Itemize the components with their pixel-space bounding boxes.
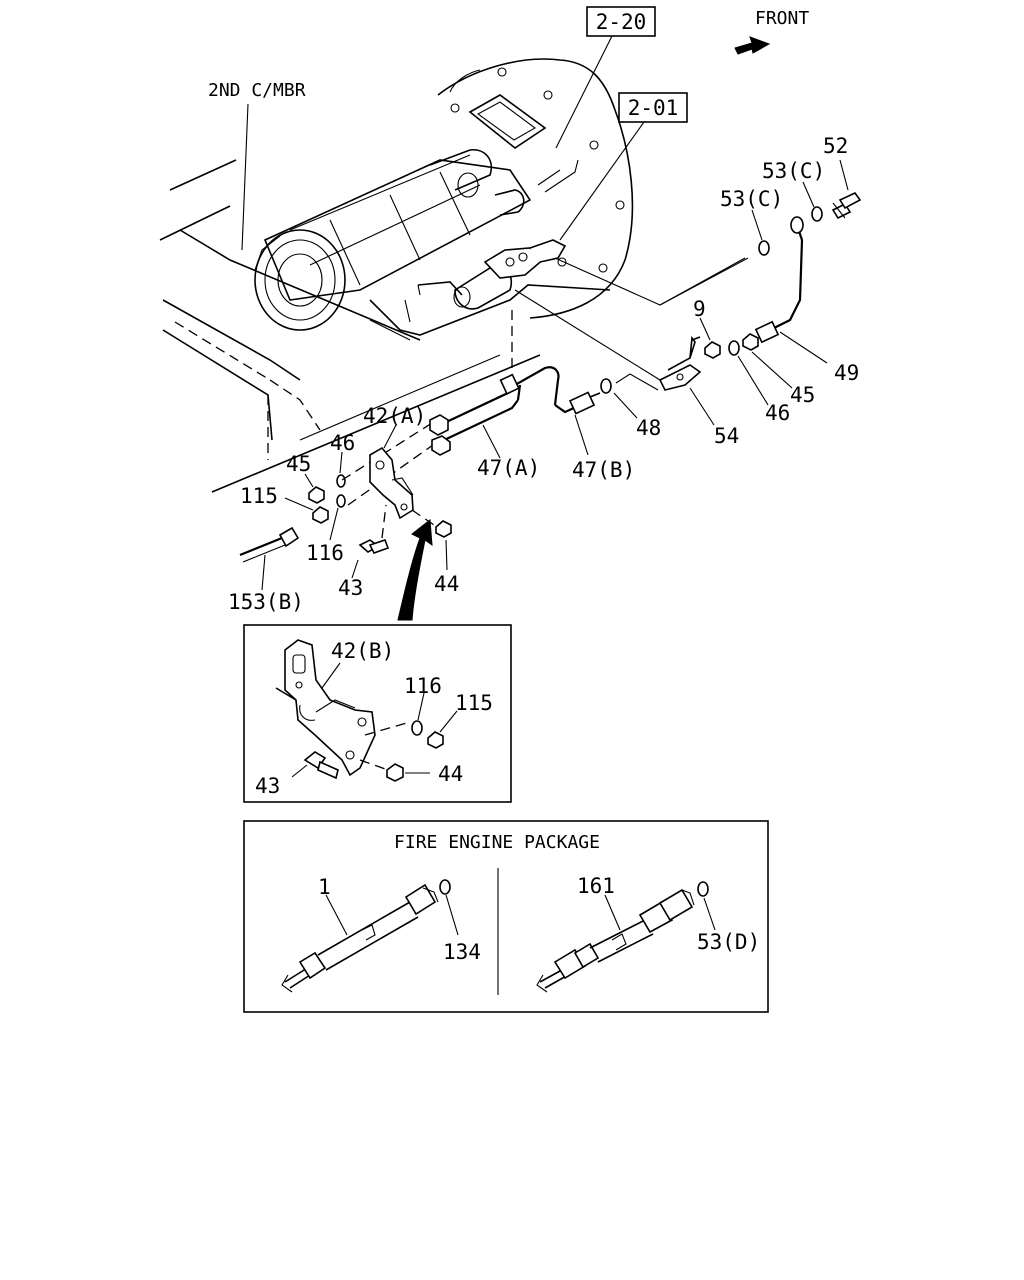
washer-46-left[interactable] <box>336 474 346 488</box>
hose-161[interactable] <box>536 888 695 993</box>
callout-44-inset[interactable]: 44 <box>438 762 463 786</box>
callout-43-left[interactable]: 43 <box>338 576 363 600</box>
leader-2-20 <box>555 35 613 149</box>
callout-46-left[interactable]: 46 <box>330 431 355 455</box>
member-label: 2ND C/MBR <box>208 80 306 101</box>
callout-48[interactable]: 48 <box>636 416 661 440</box>
washer-116-inset[interactable] <box>411 720 423 736</box>
bolt-43-left[interactable] <box>358 538 390 554</box>
leader-2-01 <box>559 121 645 241</box>
callout-52[interactable]: 52 <box>823 134 848 158</box>
fire-engine-package: FIRE ENGINE PACKAGE <box>243 820 769 1013</box>
callout-53c-lower[interactable]: 53(C) <box>720 187 783 211</box>
callout-9[interactable]: 9 <box>693 297 706 321</box>
front-arrow-icon <box>734 36 771 55</box>
chassis-frame <box>159 159 541 493</box>
nut-44-inset[interactable] <box>386 763 404 782</box>
callout-47a[interactable]: 47(A) <box>477 456 540 480</box>
hose-49[interactable] <box>754 216 804 344</box>
callout-49[interactable]: 49 <box>834 361 859 385</box>
callout-153b[interactable]: 153(B) <box>228 590 304 614</box>
main-callouts: 52 53(C) 53(C) 9 49 45 46 54 48 47(A) 47… <box>228 134 859 614</box>
callout-42a[interactable]: 42(A) <box>363 404 426 428</box>
ref-box-2-20[interactable]: 2-20 <box>586 6 656 37</box>
leader-member <box>241 103 249 251</box>
bracket-42b[interactable] <box>275 639 376 777</box>
ref-box-2-01[interactable]: 2-01 <box>618 92 688 123</box>
callout-44-left[interactable]: 44 <box>434 572 459 596</box>
hose-153b[interactable] <box>239 526 300 563</box>
inset-42b: 42(B) 116 115 43 44 <box>243 624 512 803</box>
nut-9[interactable] <box>704 341 721 359</box>
oring-53d[interactable] <box>697 881 709 897</box>
callout-116-left[interactable]: 116 <box>306 541 344 565</box>
callout-47b[interactable]: 47(B) <box>572 458 635 482</box>
shift-cylinder <box>417 239 567 310</box>
bolt-43-inset[interactable] <box>303 751 339 780</box>
callout-115-left[interactable]: 115 <box>240 484 278 508</box>
bolt-52[interactable] <box>831 191 862 220</box>
pipe-47a[interactable] <box>429 366 560 456</box>
callout-53c-upper[interactable]: 53(C) <box>762 159 825 183</box>
nut-45-right[interactable] <box>742 333 759 351</box>
bracket-54[interactable] <box>658 335 702 391</box>
callout-53d[interactable]: 53(D) <box>697 930 760 954</box>
ref-2-20-label: 2-20 <box>596 10 647 34</box>
fire-package-title: FIRE ENGINE PACKAGE <box>394 832 600 853</box>
callout-45-right[interactable]: 45 <box>790 383 815 407</box>
callout-54[interactable]: 54 <box>714 424 739 448</box>
nut-45-left[interactable] <box>308 486 325 504</box>
nut-115-left[interactable] <box>312 506 329 524</box>
hose-1[interactable] <box>281 883 439 993</box>
washer-53c-upper[interactable] <box>811 206 823 222</box>
transmission-assembly <box>254 58 634 341</box>
nut-115-inset[interactable] <box>427 731 444 749</box>
callout-116-inset[interactable]: 116 <box>404 674 442 698</box>
callout-161[interactable]: 161 <box>577 874 615 898</box>
ref-2-01-label: 2-01 <box>628 96 679 120</box>
washer-46-right[interactable] <box>728 340 740 356</box>
callout-43-inset[interactable]: 43 <box>255 774 280 798</box>
callout-46-right[interactable]: 46 <box>765 401 790 425</box>
oring-48[interactable] <box>600 378 612 394</box>
washer-53c-lower[interactable] <box>758 240 770 256</box>
pipe-47b[interactable] <box>554 391 601 415</box>
nut-44-left[interactable] <box>435 520 452 538</box>
callout-115-inset[interactable]: 115 <box>455 691 493 715</box>
detail-arrow-icon <box>397 519 433 621</box>
oring-134[interactable] <box>439 879 451 895</box>
callout-134[interactable]: 134 <box>443 940 481 964</box>
callout-45-left[interactable]: 45 <box>286 452 311 476</box>
bracket-42a[interactable] <box>369 446 414 520</box>
callout-42b[interactable]: 42(B) <box>331 639 394 663</box>
front-label: FRONT <box>755 8 809 29</box>
washer-116-left[interactable] <box>336 494 346 508</box>
callout-1[interactable]: 1 <box>318 875 331 899</box>
